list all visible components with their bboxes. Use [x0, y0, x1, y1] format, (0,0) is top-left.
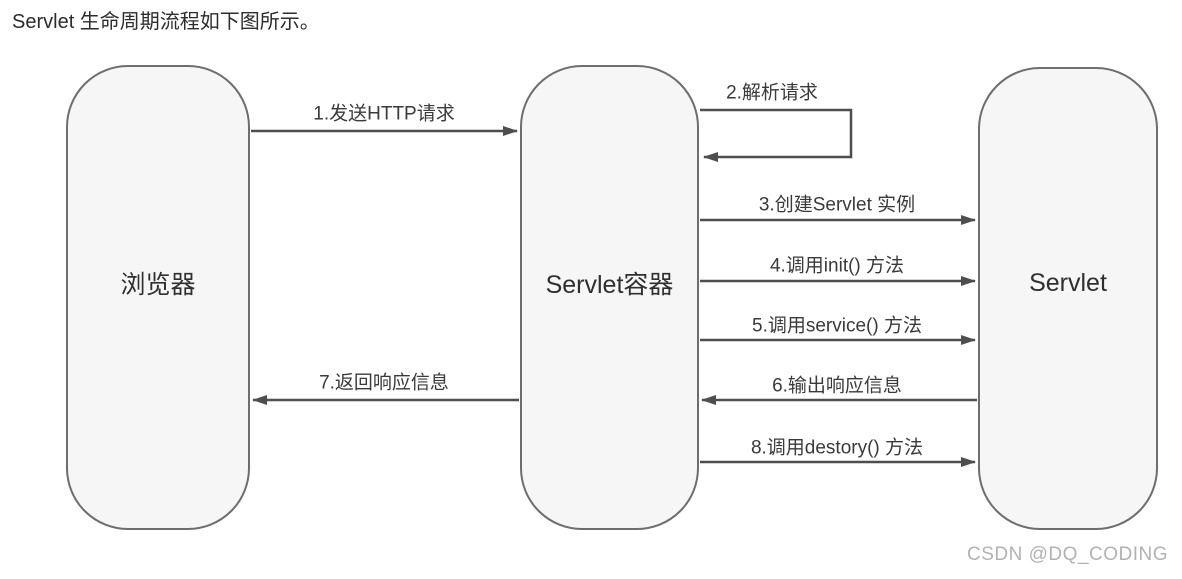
edge-1-label: 1.发送HTTP请求	[313, 103, 455, 125]
edge-7-label: 7.返回响应信息	[319, 372, 449, 394]
edge-2-parse-request-self-loop-arrow	[700, 108, 853, 162]
node-browser-label: 浏览器	[120, 270, 196, 299]
node-servlet-container: Servlet容器	[520, 65, 699, 530]
edge-8-label: 8.调用destory() 方法	[750, 437, 924, 459]
edge-5-label: 5.调用service() 方法	[752, 315, 922, 337]
edge-3-label: 3.创建Servlet 实例	[758, 194, 916, 216]
edge-6-label: 6.输出响应信息	[772, 375, 902, 397]
page-title: Servlet 生命周期流程如下图所示。	[12, 11, 320, 33]
node-browser: 浏览器	[66, 65, 250, 530]
node-servlet-container-label: Servlet容器	[545, 270, 674, 299]
watermark: CSDN @DQ_CODING	[967, 544, 1168, 565]
node-servlet: Servlet	[978, 67, 1158, 530]
edge-2-label: 2.解析请求	[726, 82, 818, 104]
node-servlet-label: Servlet	[1029, 269, 1107, 297]
edge-4-label: 4.调用init() 方法	[769, 255, 905, 277]
